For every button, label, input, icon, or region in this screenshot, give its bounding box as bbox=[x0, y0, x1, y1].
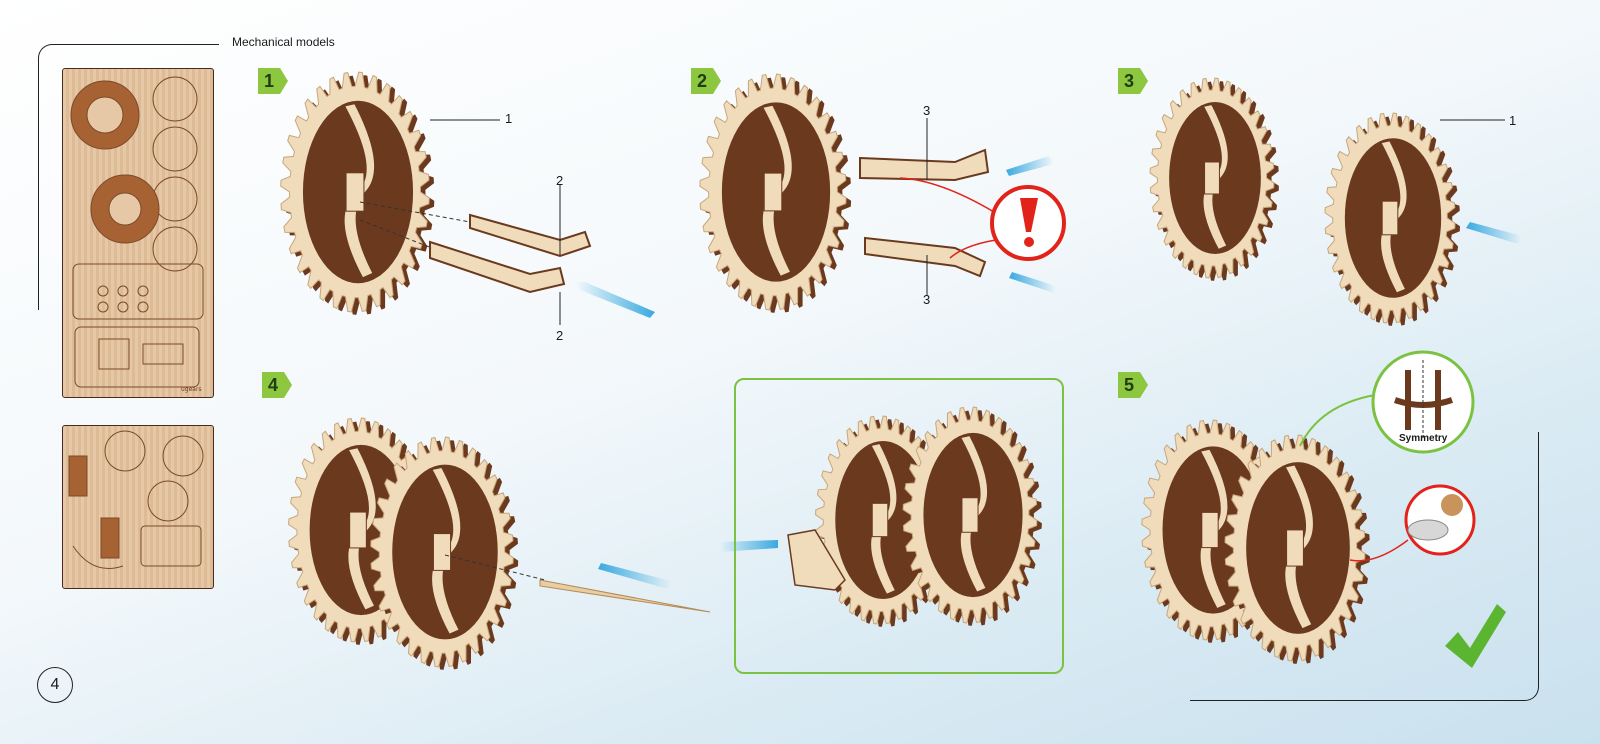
step1-insert-arrow bbox=[575, 282, 655, 318]
step2-connector-top bbox=[860, 150, 988, 180]
inset-detail-box bbox=[734, 378, 1064, 674]
step3-gear-left bbox=[1150, 78, 1279, 281]
callout-step2-part-top: 3 bbox=[923, 103, 930, 118]
step1-connector-top bbox=[470, 215, 590, 256]
callout-step1-gear: 1 bbox=[505, 111, 512, 126]
toothpick bbox=[540, 580, 710, 612]
step2-arrow-bottom bbox=[1009, 272, 1056, 293]
step2-gear bbox=[700, 74, 851, 313]
callout-step1-part-bottom: 2 bbox=[556, 328, 563, 343]
callout-step2-part-bottom: 3 bbox=[923, 292, 930, 307]
glue-icon bbox=[1350, 486, 1474, 561]
step1-gear bbox=[281, 72, 435, 315]
gear-hub bbox=[350, 512, 367, 548]
step2-arrow-top bbox=[1006, 156, 1054, 176]
callout-step3-gear: 1 bbox=[1509, 113, 1516, 128]
check-icon bbox=[1445, 604, 1506, 668]
gear-hub bbox=[346, 173, 364, 211]
step3-insert-arrow bbox=[1466, 222, 1522, 244]
gear-hub bbox=[1287, 530, 1304, 566]
gear-hub bbox=[764, 173, 782, 211]
gear-hub bbox=[1382, 201, 1398, 235]
step3-gear-right bbox=[1325, 113, 1460, 326]
symmetry-label: Symmetry bbox=[1399, 433, 1447, 444]
step4-arrow bbox=[598, 563, 671, 589]
gear-hub bbox=[1205, 162, 1220, 194]
gear-hub bbox=[433, 534, 450, 571]
page-number: 4 bbox=[37, 667, 73, 703]
callout-step1-part-top: 2 bbox=[556, 173, 563, 188]
gear-hub bbox=[1202, 512, 1218, 547]
step2-connector-bottom bbox=[865, 238, 985, 276]
